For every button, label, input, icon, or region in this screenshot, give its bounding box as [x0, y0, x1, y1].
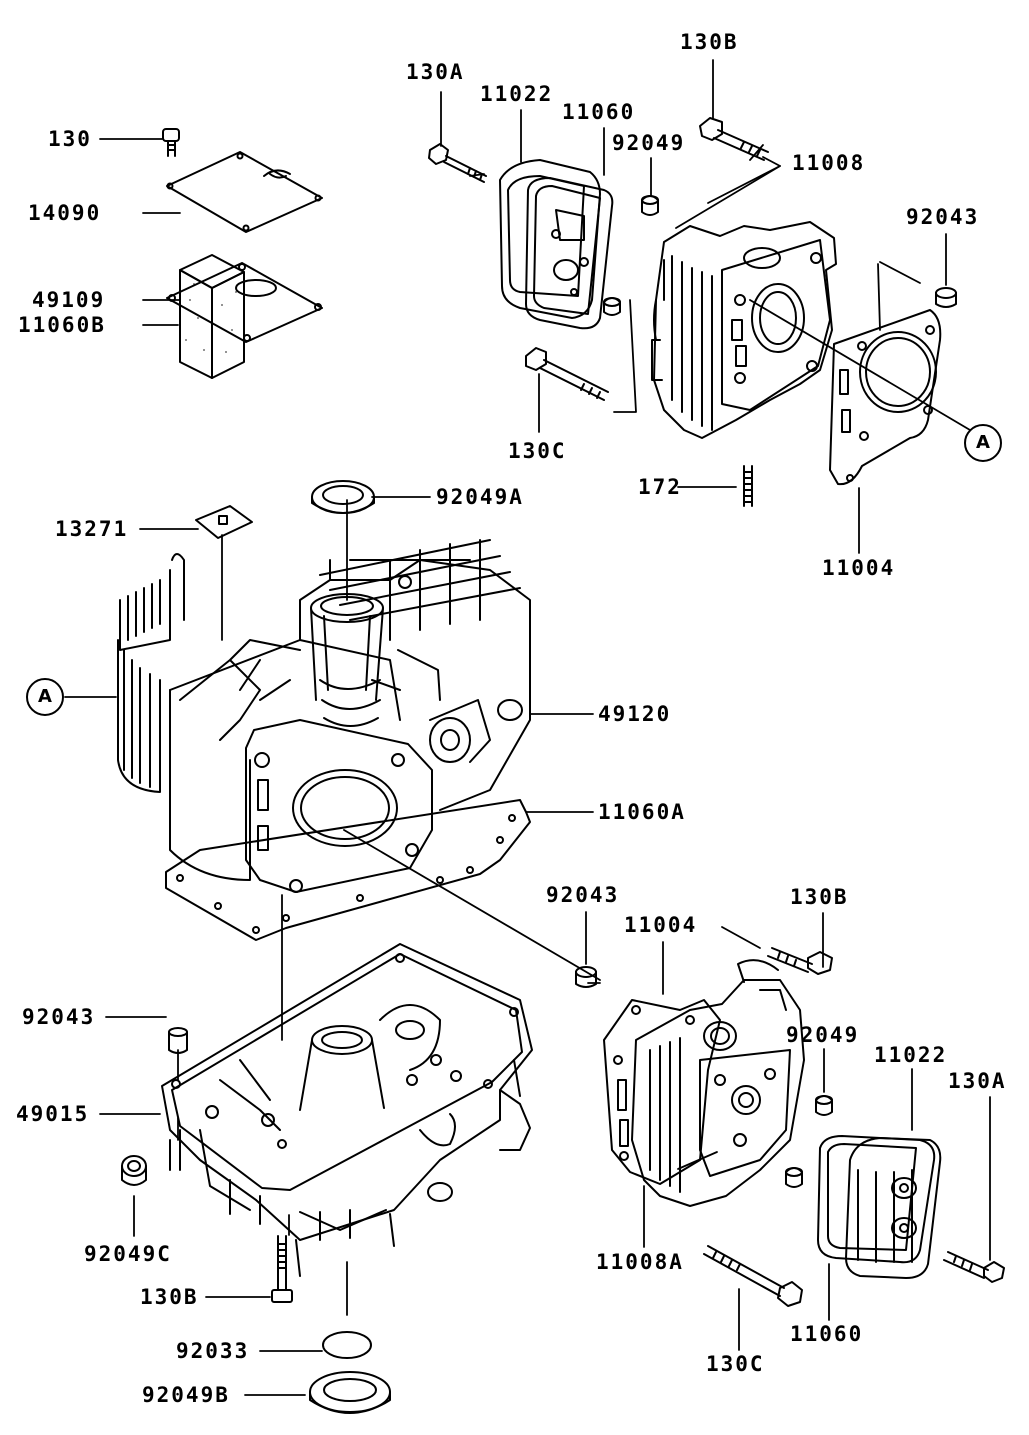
collar-92049-top: [641, 195, 659, 216]
label-13271: 13271: [55, 517, 129, 541]
label-130-top: 130: [48, 127, 92, 151]
label-130A-right: 130A: [948, 1069, 1007, 1093]
gasket-11060B: [166, 262, 323, 343]
label-172: 172: [638, 475, 682, 499]
seal-92049A: [311, 480, 375, 514]
reference-marker-left: A: [26, 678, 64, 716]
label-92043-mid: 92043: [546, 883, 620, 907]
label-92049B: 92049B: [142, 1383, 230, 1407]
collar-92049-lower: [785, 1167, 803, 1188]
bolt-130-top: [162, 128, 180, 157]
leader-lines: [64, 59, 991, 1396]
label-11060-bottom: 11060: [790, 1322, 864, 1346]
label-11060A: 11060A: [598, 800, 686, 824]
label-11008: 11008: [792, 151, 866, 175]
label-11004-mid: 11004: [624, 913, 698, 937]
bolt-130C-bottom: [703, 1245, 803, 1307]
label-130C-bottom: 130C: [706, 1352, 765, 1376]
cylinder-head-11008A: [631, 959, 805, 1207]
gasket-11060-bottom: [817, 1135, 936, 1264]
bolt-130A-right: [943, 1251, 1005, 1283]
baffle-13271: [195, 505, 253, 539]
label-14090: 14090: [28, 201, 102, 225]
label-11022-top: 11022: [480, 82, 554, 106]
label-49120: 49120: [598, 702, 672, 726]
label-11004-top: 11004: [822, 556, 896, 580]
head-gasket-11004-mid: [603, 999, 721, 1185]
bolt-130B-top: [699, 117, 769, 161]
label-49109: 49109: [32, 288, 106, 312]
label-130B-right: 130B: [790, 885, 849, 909]
bolt-130A-top: [428, 143, 487, 183]
seal-92049B: [309, 1371, 391, 1414]
filter-element-49109: [179, 254, 245, 379]
label-92049C: 92049C: [84, 1242, 172, 1266]
cylinder-block-49120: [117, 539, 531, 941]
head-gasket-11004-top: [829, 309, 942, 486]
dowel-92043-left: [168, 1027, 188, 1054]
o-ring-92033: [322, 1331, 372, 1359]
crankcase-base-49015: [161, 943, 533, 1277]
label-11008A: 11008A: [596, 1250, 684, 1274]
label-92033: 92033: [176, 1339, 250, 1363]
rocker-cover-11022-right: [845, 1137, 942, 1279]
air-cover-14090: [166, 151, 323, 233]
stud-172: [743, 465, 753, 507]
label-92043-left: 92043: [22, 1005, 96, 1029]
label-92049-top: 92049: [612, 131, 686, 155]
label-130B-bottom: 130B: [140, 1285, 199, 1309]
label-92049A: 92049A: [436, 485, 524, 509]
label-130A-top: 130A: [406, 60, 465, 84]
collar-92049-mid: [603, 297, 621, 316]
label-92043-top: 92043: [906, 205, 980, 229]
label-11060-top: 11060: [562, 100, 636, 124]
label-49015: 49015: [16, 1102, 90, 1126]
label-11060B: 11060B: [18, 313, 106, 337]
label-11022-right: 11022: [874, 1043, 948, 1067]
seal-92049C: [121, 1155, 147, 1186]
bolt-130B-bottom: [271, 1235, 293, 1303]
label-92049-right: 92049: [786, 1023, 860, 1047]
cylinder-head-11008: [651, 221, 837, 439]
label-130B-top: 130B: [680, 30, 739, 54]
reference-marker-right: A: [964, 424, 1002, 462]
dowel-92043-mid: [575, 966, 597, 988]
label-130C-top: 130C: [508, 439, 567, 463]
gasket-11060-top: [525, 177, 614, 330]
rocker-cover-11022-top: [499, 159, 601, 319]
dowel-92043-top: [935, 287, 957, 308]
collar-92049-right: [815, 1095, 833, 1116]
bolt-130B-right: [767, 947, 833, 975]
bolt-130C-top: [525, 347, 609, 401]
